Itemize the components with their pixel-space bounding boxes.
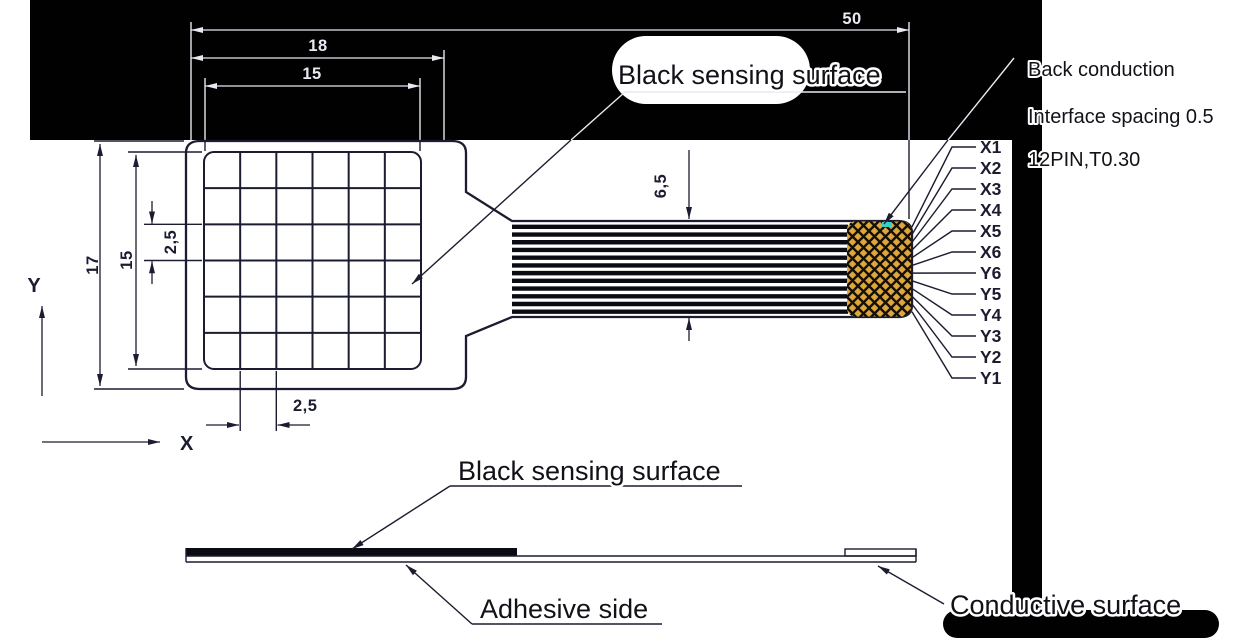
pin-label-x4: X4: [980, 200, 1002, 220]
redaction-shapes: [30, 0, 1219, 638]
pin-label-x3: X3: [980, 179, 1002, 199]
dim-row-pitch: 2,5: [144, 201, 202, 284]
pin-label-y2: Y2: [980, 347, 1002, 367]
pin-spec-label: 12PIN,T0.30: [1028, 149, 1140, 171]
right-bar: [1012, 0, 1042, 618]
sensor-grid-lines: [205, 153, 420, 368]
top-sensing-callout: Black sensing surface: [411, 58, 906, 285]
coordinate-axes: Y X: [27, 275, 194, 455]
dim-grid-width: 15: [204, 65, 421, 151]
dim-overall-length-value: 50: [842, 10, 861, 28]
dim-col-pitch: 2,5: [206, 371, 317, 431]
side-sensing-callout: Black sensing surface: [351, 454, 742, 550]
pin-label-y4: Y4: [980, 305, 1002, 325]
sensor-grid-outline: [203, 151, 422, 370]
axis-x-label: X: [180, 433, 194, 455]
conductive-label: Conductive surface: [950, 590, 1181, 620]
side-connector-tab: [844, 548, 917, 557]
dim-overall-length: 50: [190, 10, 910, 219]
pin-leader-x1: [911, 146, 976, 228]
dim-grid-height: 15: [118, 151, 202, 370]
connector-crosshatch: [847, 221, 911, 317]
interface-spacing-label: Interface spacing 0.5: [1028, 106, 1214, 128]
side-sensing-label: Black sensing surface: [458, 456, 721, 486]
connector-pad: [847, 221, 911, 317]
side-view: Black sensing surface Adhesive side Cond…: [185, 454, 1184, 627]
dim-row-pitch-value: 2,5: [162, 230, 180, 254]
conductive-callout: Conductive surface: [877, 565, 1184, 623]
dim-grid-width-value: 15: [302, 65, 321, 83]
top-sensing-label: Black sensing surface: [618, 60, 881, 90]
back-conduction-callout: Back conduction: [883, 57, 1177, 225]
pin-label-x1: X1: [980, 137, 1002, 157]
dim-grid-height-value: 15: [118, 250, 136, 269]
adhesive-label: Adhesive side: [480, 594, 648, 624]
adhesive-callout: Adhesive side: [405, 564, 662, 627]
dim-cable-width: 6,5: [652, 150, 692, 341]
dim-body-height: 17: [84, 140, 184, 390]
top-view: 50 18 15: [84, 10, 1216, 431]
dim-col-pitch-value: 2,5: [293, 397, 317, 415]
pin-label-x5: X5: [980, 221, 1002, 241]
pin-leader-y3: [911, 295, 976, 337]
pin-label-x6: X6: [980, 242, 1002, 262]
side-sensing-layer: [186, 548, 517, 556]
pin-leader-y2: [911, 303, 976, 358]
pin-label-y6: Y6: [980, 263, 1002, 283]
pin-leader-y4: [911, 287, 976, 316]
pin-leader-y1: [911, 311, 976, 379]
cable-traces: [512, 224, 848, 314]
pin-leader-x2: [911, 167, 976, 235]
pin-leader-x4: [911, 209, 976, 251]
axis-y-label: Y: [27, 275, 41, 297]
top-banner: [30, 0, 1022, 140]
dim-outer-width: 18: [191, 37, 445, 140]
back-conduction-label: Back conduction: [1028, 59, 1175, 81]
bottom-right-bar: [943, 610, 1219, 638]
pin-leader-x6: [911, 251, 976, 267]
banner-white-pill: [612, 36, 810, 104]
sensor-body-outline: [184, 139, 914, 391]
pin-leader-y5: [911, 280, 976, 295]
dim-outer-width-value: 18: [308, 37, 327, 55]
pin-label-x2: X2: [980, 158, 1002, 178]
pin-label-y3: Y3: [980, 326, 1002, 346]
dim-body-height-value: 17: [84, 255, 102, 274]
dim-cable-width-value: 6,5: [652, 174, 670, 198]
pin-label-y5: Y5: [980, 284, 1002, 304]
pin-leader-x5: [911, 230, 976, 259]
connector-teal-mark: [882, 222, 891, 227]
pin-leader-x3: [911, 188, 976, 243]
pin-label-y1: Y1: [980, 368, 1002, 388]
